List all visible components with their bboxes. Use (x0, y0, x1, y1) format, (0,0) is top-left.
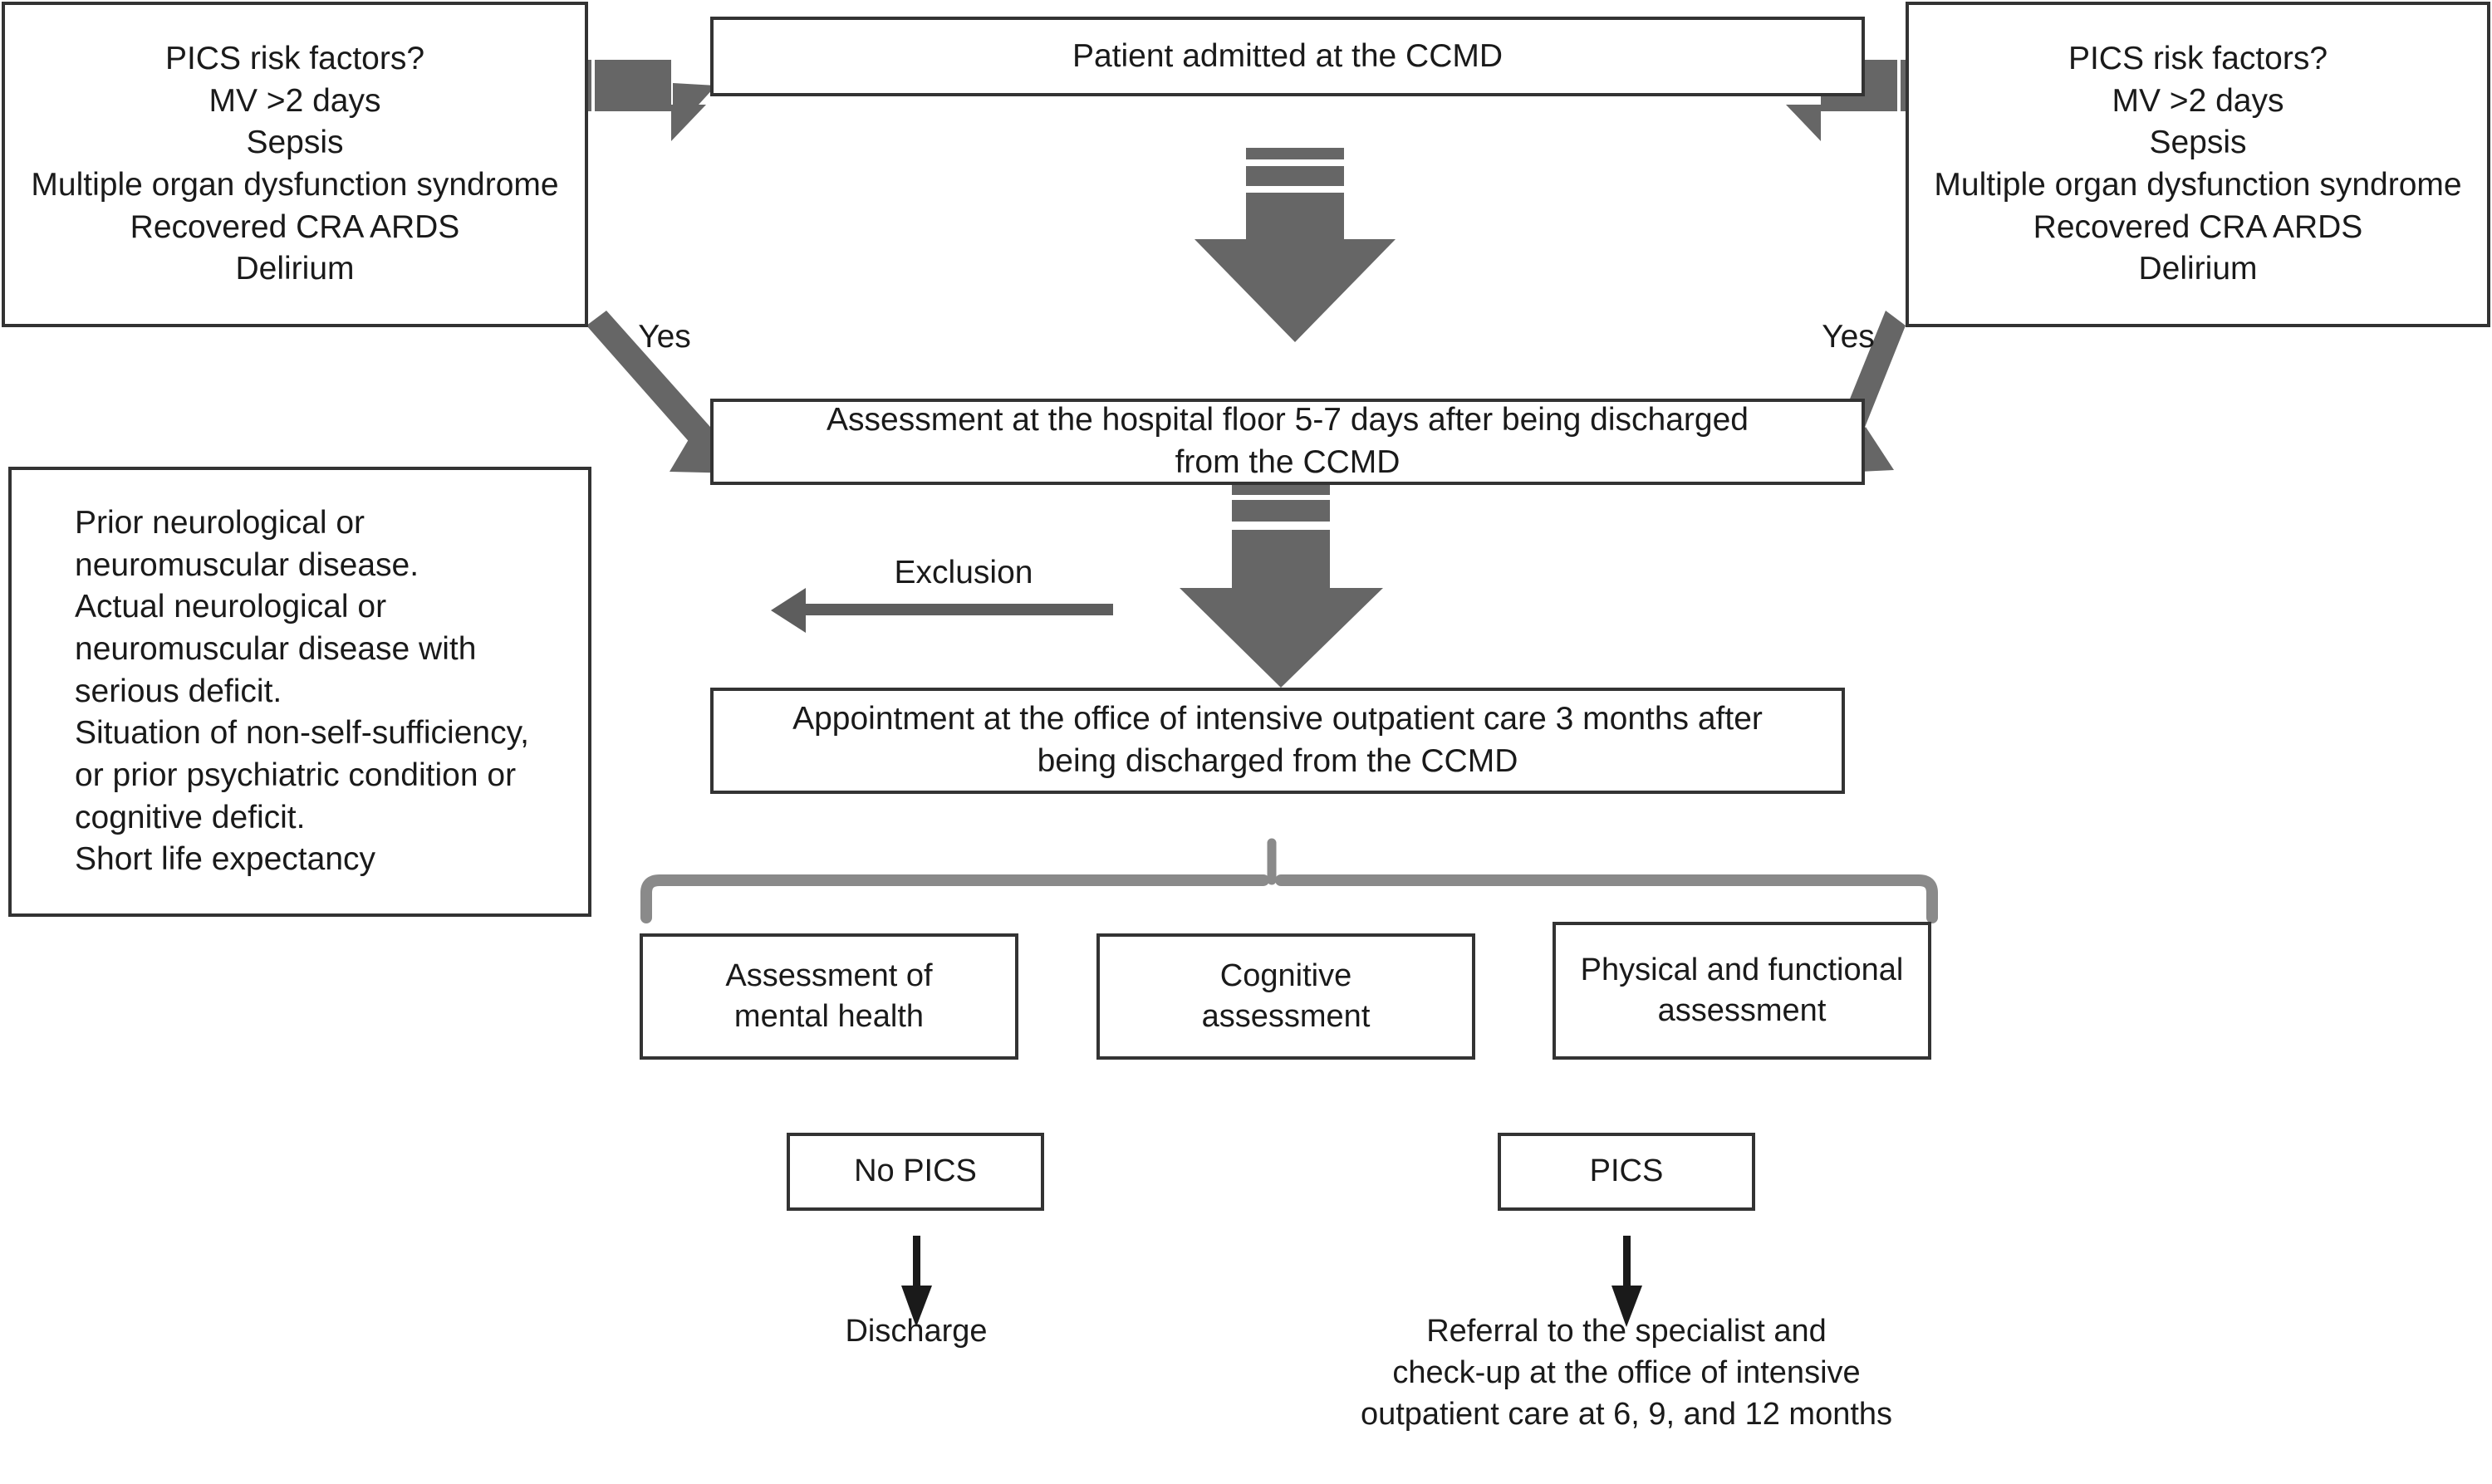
admission-text: Patient admitted at the CCMD (1072, 37, 1504, 74)
arrow-exclusion (771, 588, 1113, 633)
exclusion-criteria-box: Prior neurological or neuromuscular dise… (8, 467, 591, 917)
outcome-label-pics: PICS (1589, 1153, 1664, 1189)
risk-factors-box-right: PICS risk factors? MV >2 days Sepsis Mul… (1906, 2, 2490, 327)
assessment-box-physical-functional: Physical and functional assessment (1553, 922, 1931, 1060)
hospital-assessment-text: Assessment at the hospital floor 5-7 day… (827, 402, 1749, 480)
appointment-text: Appointment at the office of intensive o… (792, 701, 1763, 779)
label-exclusion: Exclusion (894, 555, 1033, 590)
outcome-box-no-pics: No PICS (787, 1133, 1044, 1211)
label-yes-left: Yes (638, 319, 691, 355)
appointment-box: Appointment at the office of intensive o… (710, 688, 1845, 794)
assessment-label-physical-functional: Physical and functional assessment (1580, 952, 1904, 1028)
brace-connector (640, 838, 1938, 923)
admission-box: Patient admitted at the CCMD (710, 17, 1865, 96)
outcome-box-pics: PICS (1498, 1133, 1755, 1211)
risk-factors-text-left: PICS risk factors? MV >2 days Sepsis Mul… (31, 40, 559, 287)
outcome-label-no-pics: No PICS (854, 1153, 977, 1189)
risk-factors-text-right: PICS risk factors? MV >2 days Sepsis Mul… (1934, 40, 2462, 287)
arrow-admission-to-assessment (1194, 148, 1396, 342)
assessment-label-cognitive: Cognitive assessment (1201, 957, 1371, 1034)
assessment-label-mental-health: Assessment of mental health (725, 957, 933, 1034)
result-discharge: Discharge (845, 1314, 988, 1349)
label-yes-right: Yes (1822, 319, 1875, 355)
assessment-box-cognitive: Cognitive assessment (1096, 933, 1475, 1060)
arrow-left-into-admission (586, 60, 716, 141)
risk-factors-box-left: PICS risk factors? MV >2 days Sepsis Mul… (2, 2, 588, 327)
exclusion-criteria-text: Prior neurological or neuromuscular dise… (75, 504, 530, 878)
result-referral: Referral to the specialist and check-up … (1360, 1314, 1893, 1433)
arrow-assessment-to-appointment (1180, 483, 1383, 688)
assessment-box-mental-health: Assessment of mental health (640, 933, 1018, 1060)
hospital-assessment-box: Assessment at the hospital floor 5-7 day… (710, 399, 1865, 485)
